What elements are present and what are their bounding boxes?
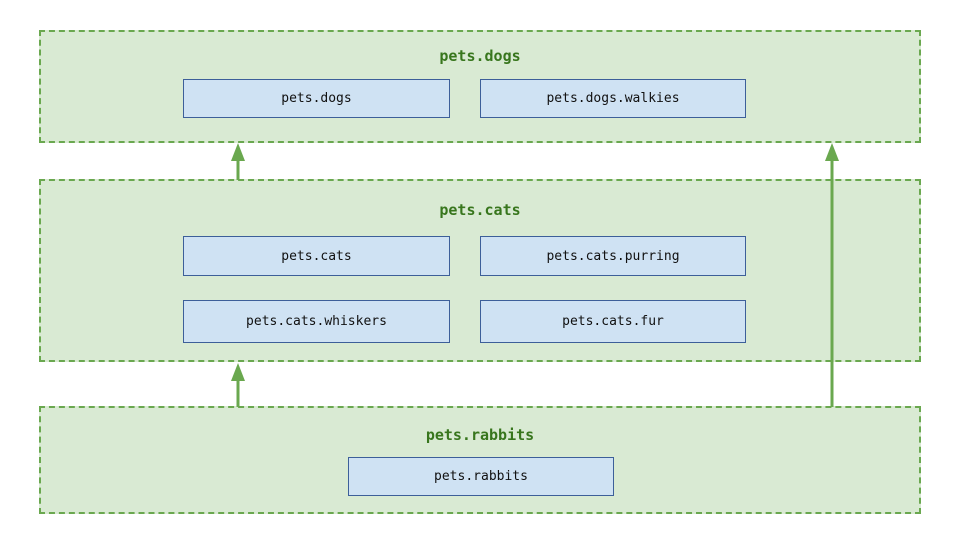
module-box-pets-cats-purring: pets.cats.purring bbox=[480, 236, 746, 276]
arrowhead-cats-to-dogs bbox=[231, 143, 245, 161]
module-box-pets-cats-whiskers: pets.cats.whiskers bbox=[183, 300, 450, 343]
group-title-pets-rabbits: pets.rabbits bbox=[425, 426, 535, 444]
arrowhead-rabbits-to-dogs bbox=[825, 143, 839, 161]
group-title-pets-dogs: pets.dogs bbox=[439, 47, 521, 65]
module-box-pets-dogs: pets.dogs bbox=[183, 79, 450, 118]
module-box-pets-cats-fur: pets.cats.fur bbox=[480, 300, 746, 343]
module-box-pets-cats: pets.cats bbox=[183, 236, 450, 276]
arrowhead-rabbits-to-cats bbox=[231, 363, 245, 381]
group-title-pets-cats: pets.cats bbox=[439, 201, 521, 219]
module-box-pets-dogs-walkies: pets.dogs.walkies bbox=[480, 79, 746, 118]
module-box-pets-rabbits: pets.rabbits bbox=[348, 457, 614, 496]
